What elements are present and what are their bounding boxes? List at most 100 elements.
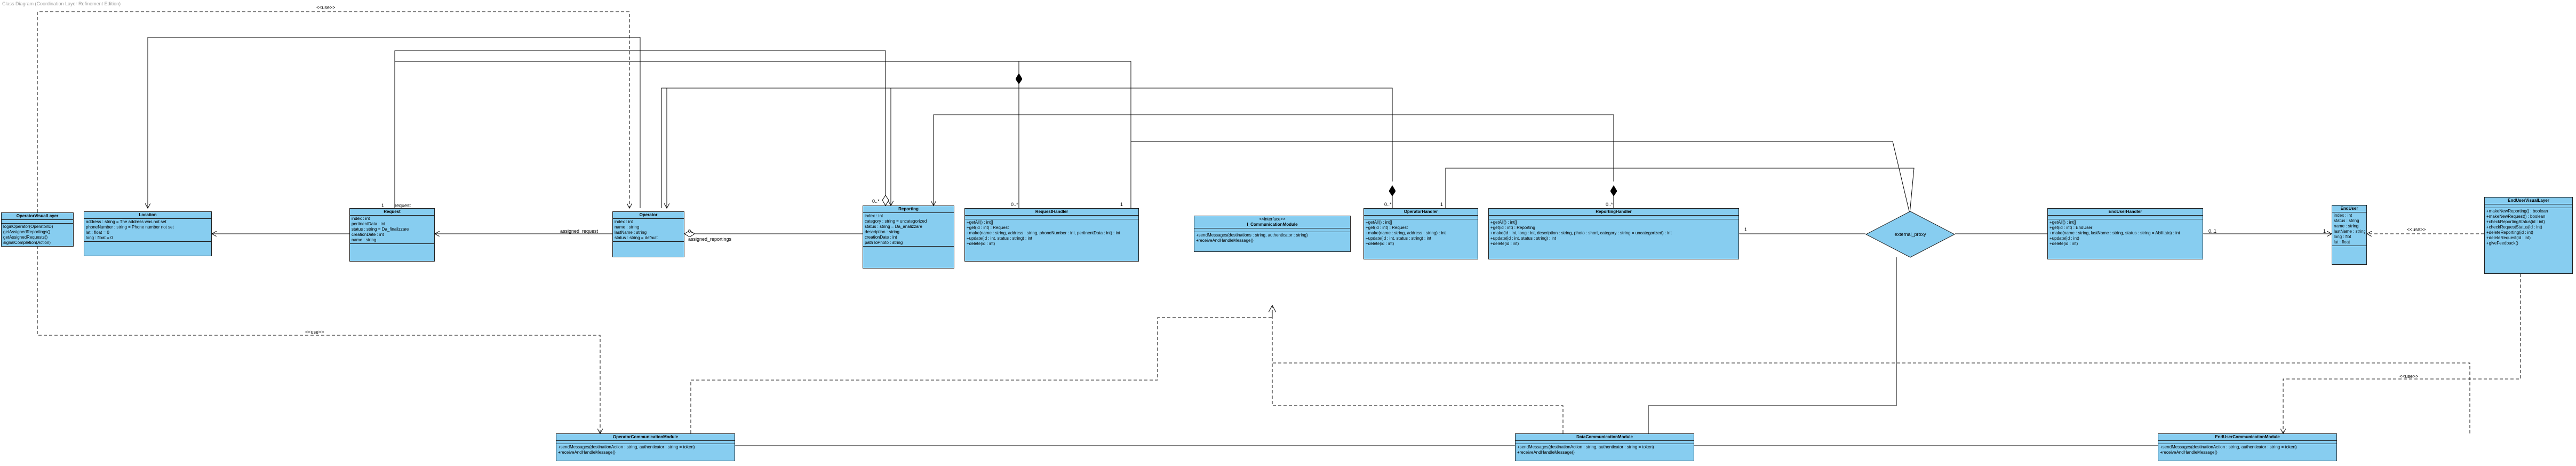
attribute-section <box>2 220 73 224</box>
class-operator-visual-layer[interactable]: OperatorVisualLayer loginOperator(Operat… <box>1 212 74 247</box>
reportinghandler-mult-1: 1 <box>1744 227 1748 232</box>
assoc-operator-reporting-top <box>661 88 891 208</box>
requesthandler-mult-1: 1 <box>1120 202 1123 207</box>
assigned-reportings-label: assigned_reportings <box>688 236 732 242</box>
interface-communication-module[interactable]: <<interface>> I_CommunicationModule +sen… <box>1194 216 1351 252</box>
method-section: +sendMessages(destinationAction : string… <box>556 444 735 456</box>
method: +update(id : int, status : string) : int <box>1366 236 1431 241</box>
class-operator-communication-module[interactable]: OperatorCommunicationModule +sendMessage… <box>556 433 735 461</box>
attribute: name : string <box>352 238 377 242</box>
method: +sendMessages(destinationAction : string… <box>558 445 695 449</box>
method: +receiveAndHandleMessage() <box>558 450 616 455</box>
method-section: +sendMessages(destinationAction : string… <box>1516 444 1694 456</box>
attribute: long : float = 0 <box>86 235 113 240</box>
class-name: EndUserHandler <box>2108 209 2142 214</box>
use-label-top: <<use>> <box>316 5 336 10</box>
method-section: +getAll() : int[] +get(id : int) : EndUs… <box>2048 219 2203 247</box>
request-mult-1: 1 <box>381 203 385 208</box>
method-section <box>613 242 684 245</box>
method: +receiveAndHandleMessage() <box>2160 450 2218 455</box>
use-operatorvisual-operator <box>37 11 629 212</box>
attribute: status : string = default <box>615 235 658 240</box>
method-section <box>350 244 434 247</box>
class-name: OperatorCommunicationModule <box>612 435 679 439</box>
attribute: name : string <box>2334 224 2359 228</box>
class-operator[interactable]: Operator index : int name : string lastN… <box>612 211 684 257</box>
method: +checkRequestStatus(id : int) <box>2486 225 2542 230</box>
attribute: category : string = uncategorized <box>865 219 927 224</box>
method: +getAll() : int[] <box>2049 220 2076 225</box>
attribute: status : string = Da_finalizzare <box>352 227 409 232</box>
proxy-datacom <box>1648 257 1897 433</box>
attribute-section: address : string = The address was not s… <box>84 219 211 242</box>
diagram-title: Class Diagram (Coordination Layer Refine… <box>2 1 121 6</box>
attribute-section: index : int name : string lastName : str… <box>613 219 684 242</box>
attribute-section <box>965 216 1138 219</box>
class-request[interactable]: Request index : int pertinentData : int … <box>349 208 435 262</box>
method-section <box>863 247 954 250</box>
class-name: DataCommunicationModule <box>1576 435 1633 439</box>
attribute: pathToPhoto : string <box>865 240 903 245</box>
class-enduser-communication-module[interactable]: EndUserCommunicationModule +sendMessages… <box>2158 433 2337 461</box>
use-label-enduser: <<use>> <box>2407 227 2426 232</box>
attribute: phoneNumber : string = Phone number not … <box>86 225 174 230</box>
method-section: +sendMessages(destinations : string, aut… <box>1194 232 1350 244</box>
attribute: description : string <box>865 230 899 234</box>
attribute: index : int <box>865 214 883 218</box>
method: signalCompletion(Action) <box>3 240 51 245</box>
method: +delete(id : int) <box>1366 241 1394 246</box>
method-section: +makeNewReporting() : boolean +makeNewRe… <box>2485 208 2572 247</box>
class-reporting-handler[interactable]: ReportingHandler +getAll() : int[] +get(… <box>1488 208 1739 259</box>
class-location[interactable]: Location address : string = The address … <box>84 211 212 256</box>
assoc-operator-location <box>148 37 641 208</box>
attribute-section: index : int pertinentData : int status :… <box>350 216 434 244</box>
class-enduser-handler[interactable]: EndUserHandler +getAll() : int[] +get(id… <box>2047 208 2203 259</box>
class-name: Request <box>384 209 401 214</box>
class-data-communication-module[interactable]: DataCommunicationModule +sendMessages(de… <box>1515 433 1694 461</box>
class-name: RequestHandler <box>1035 209 1068 214</box>
reporting-mult-0n-top: 0..* <box>872 199 880 204</box>
method: +make(name : string, address : string) :… <box>1366 231 1446 235</box>
method: getAssignedRequests() <box>3 235 48 240</box>
reporting-mult-0n: 0.. <box>688 228 694 234</box>
class-enduser[interactable]: EndUser index : int status : string name… <box>2332 205 2367 265</box>
class-reporting[interactable]: Reporting index : int category : string … <box>863 206 954 268</box>
assoc-request-reporting <box>394 50 886 208</box>
method: +getAll() : int[] <box>1490 220 1517 225</box>
class-request-handler[interactable]: RequestHandler +getAll() : int[] +get(id… <box>964 208 1139 262</box>
method-section: +getAll() : int[] +get(id : int) : Reque… <box>1364 219 1478 247</box>
method: loginOperator(OperatorID) <box>3 224 53 229</box>
operatorhandler-mult-1: 1 <box>1440 202 1443 207</box>
enduser-mult-1: 1 <box>2323 228 2326 234</box>
class-name: Location <box>139 212 157 217</box>
class-name: Operator <box>639 212 658 217</box>
class-operator-handler[interactable]: OperatorHandler +getAll() : int[] +get(i… <box>1363 208 1478 259</box>
method: +getAll() : int[] <box>1366 220 1392 225</box>
class-name: Reporting <box>898 207 919 211</box>
attribute: long : flot <box>2334 234 2351 239</box>
attribute: status : string <box>2334 218 2359 223</box>
class-name: EndUser <box>2340 206 2358 211</box>
attribute-section <box>556 441 735 444</box>
method-section: +getAll() : int[] +get(id : int) : Reque… <box>965 219 1138 247</box>
class-name: OperatorHandler <box>1403 209 1438 214</box>
class-name: EndUserVisualLayer <box>2508 198 2549 203</box>
attribute-section <box>1516 441 1694 444</box>
method: +deleteRequest(id : int) <box>2486 235 2531 240</box>
use-endvisual-endcom <box>2283 274 2521 433</box>
method-section <box>84 242 211 245</box>
enduser-mult-01: 0..1 <box>2208 228 2217 234</box>
method: +delete(id : int) <box>967 241 995 246</box>
method: +get(id : int) : Request <box>1366 225 1408 230</box>
request-role-label: request <box>395 203 411 208</box>
attribute-section <box>1489 216 1738 219</box>
class-enduser-visual-layer[interactable]: EndUserVisualLayer +makeNewReporting() :… <box>2484 197 2573 274</box>
method: +make(name : string, lastName : string, … <box>2049 231 2180 235</box>
attribute-section: index : int status : string name : strin… <box>2332 212 2366 246</box>
class-name: OperatorVisualLayer <box>16 214 59 218</box>
attribute: lastName : string <box>2334 229 2365 234</box>
assigned-request-label: assigned_request <box>560 228 599 234</box>
method: +receiveAndHandleMessage() <box>1196 238 1254 243</box>
method: +make(id : int, long : int, description … <box>1490 231 1672 235</box>
